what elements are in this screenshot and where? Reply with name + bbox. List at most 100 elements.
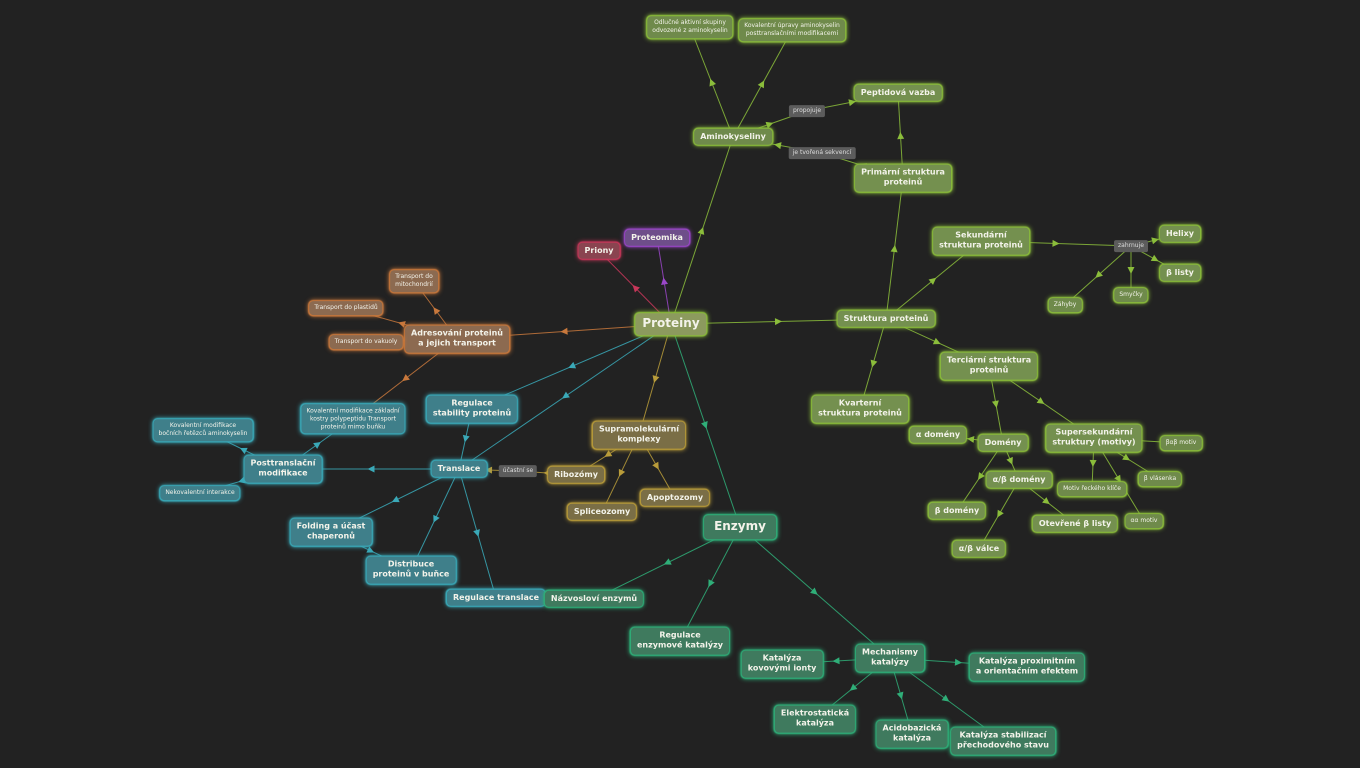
arrow-head [848, 99, 856, 107]
arrow-head [1127, 267, 1135, 274]
node-odstraneni[interactable]: Odlučné aktivní skupiny odvozené z amino… [647, 16, 733, 38]
node-priony[interactable]: Priony [578, 242, 620, 260]
arrow-head [1151, 237, 1159, 245]
node-nazvoslovi[interactable]: Názvosloví enzymů [544, 590, 644, 608]
node-proteomika[interactable]: Proteomika [625, 229, 689, 247]
arrow-head [1114, 474, 1121, 483]
node-transport-plast[interactable]: Transport do plastidů [309, 301, 383, 315]
node-supramolekularni[interactable]: Supramolekulární komplexy [592, 421, 686, 449]
node-ab-domeny[interactable]: α/β domény [986, 471, 1052, 489]
node-zahyby[interactable]: Záhyby [1048, 298, 1082, 312]
arrow-head [697, 227, 705, 235]
arrow-head [604, 450, 613, 457]
node-kovalentni-kostry[interactable]: Kovalentní modifikace základní kostry po… [301, 404, 405, 434]
arrow-head [997, 509, 1004, 518]
arrow-head [462, 434, 470, 443]
node-peptidova[interactable]: Peptidová vazba [854, 84, 942, 102]
node-nekovalentni[interactable]: Nekovalentní interakce [160, 486, 240, 500]
arrow-head [661, 277, 669, 286]
node-helixy[interactable]: Helixy [1160, 225, 1200, 243]
node-proteiny[interactable]: Proteiny [635, 313, 707, 335]
node-supersekundarni[interactable]: Supersekundární struktury (motivy) [1046, 424, 1142, 452]
arrow-head [832, 657, 840, 665]
node-katalyza-prox[interactable]: Katalýza proximitním a orientačním efekt… [969, 653, 1085, 681]
arrow-head [774, 318, 782, 326]
arrow-head [709, 78, 717, 87]
node-transport-vak[interactable]: Transport do vakuoly [329, 335, 403, 349]
node-sekundarni[interactable]: Sekundární struktura proteinů [933, 227, 1029, 255]
node-acidobazicka[interactable]: Acidobazická katalýza [876, 720, 948, 748]
node-posttranslacni[interactable]: Posttranslační modifikace [244, 455, 322, 483]
node-domeny[interactable]: Domény [978, 434, 1028, 452]
arrow-head [765, 121, 774, 129]
arrow-head [313, 441, 321, 449]
arrow-head [932, 337, 941, 345]
node-otevrene[interactable]: Otevřené β listy [1032, 515, 1118, 533]
node-transport-mito[interactable]: Transport do mitochondrií [390, 270, 438, 292]
arrow-head [367, 465, 375, 473]
node-alfa-domeny[interactable]: α domény [909, 426, 967, 444]
node-mechanismy[interactable]: Mechanismy katalýzy [856, 644, 924, 672]
node-aa-motiv[interactable]: αα motiv [1125, 514, 1163, 528]
node-struktura[interactable]: Struktura proteinů [837, 310, 935, 328]
node-katalyza-stab[interactable]: Katalýza stabilizací přechodového stavu [951, 727, 1055, 755]
arrow-head [810, 587, 818, 595]
node-ab-valce[interactable]: α/β válce [952, 540, 1006, 558]
node-smycky[interactable]: Smyčky [1114, 288, 1148, 302]
node-kovalentni-bocnich[interactable]: Kovalentní modifikace bočních řetězců am… [153, 419, 253, 441]
link-label-je-tvorena: je tvořená sekvencí [788, 147, 856, 159]
arrow-head [1036, 397, 1045, 404]
arrow-head [954, 658, 962, 666]
arrow-head [701, 421, 708, 429]
node-spliceozomy[interactable]: Spliceozomy [567, 503, 637, 521]
link-label-zahrnuje: zahrnuje [1114, 240, 1148, 252]
arrow-head [1042, 497, 1050, 505]
node-motiv-recky[interactable]: Motiv řeckého klíče [1058, 482, 1126, 496]
arrow-head [652, 375, 660, 383]
arrow-head [897, 132, 905, 140]
arrow-head [870, 359, 878, 368]
arrow-head [1150, 254, 1159, 262]
arrow-head [1122, 453, 1130, 461]
arrow-head [391, 495, 400, 503]
node-kovalentni-upravy[interactable]: Kovalentní úpravy aminokyselin posttrans… [739, 19, 845, 41]
arrow-head [562, 391, 570, 399]
node-enzymy[interactable]: Enzymy [704, 515, 776, 539]
arrow-head [890, 245, 898, 253]
arrow-head [774, 142, 782, 150]
arrow-head [896, 691, 904, 700]
node-elektrostaticka[interactable]: Elektrostatická katalýza [774, 705, 856, 733]
arrow-head [398, 321, 406, 328]
arrow-head [663, 558, 672, 565]
arrow-head [652, 461, 659, 470]
node-regulace-transl[interactable]: Regulace translace [446, 589, 546, 607]
link-label-propojuje: propojuje [788, 105, 826, 117]
arrow-head [433, 307, 441, 315]
node-katalyza-kov[interactable]: Katalýza kovovými ionty [741, 650, 823, 678]
node-blisty[interactable]: β listy [1160, 264, 1200, 282]
node-primarni[interactable]: Primární struktura proteinů [855, 164, 951, 192]
node-regulace-enz[interactable]: Regulace enzymové katalýzy [630, 627, 730, 655]
node-bab-motiv[interactable]: βαβ motiv [1160, 436, 1202, 450]
node-adresovani[interactable]: Adresování proteinů a jejich transport [405, 325, 509, 353]
arrow-head [1095, 270, 1103, 278]
arrow-head [632, 285, 640, 293]
node-terciarni[interactable]: Terciární struktura proteinů [940, 352, 1038, 380]
node-kvarterni[interactable]: Kvarterní struktura proteinů [812, 395, 908, 423]
node-b-vlasenka[interactable]: β vlásenka [1138, 472, 1182, 486]
node-apoptozomy[interactable]: Apoptozomy [640, 489, 710, 507]
arrow-head [757, 80, 765, 89]
node-aminokyseliny[interactable]: Aminokyseliny [694, 128, 772, 146]
node-folding[interactable]: Folding a účast chaperonů [290, 518, 372, 546]
node-ribozomy[interactable]: Ribozómy [548, 466, 604, 484]
arrow-head [433, 514, 440, 523]
node-b-domeny[interactable]: β domény [928, 502, 986, 520]
arrow-head [402, 374, 410, 382]
node-distribuce[interactable]: Distribuce proteinů v buňce [366, 556, 456, 584]
arrow-head [928, 277, 937, 285]
arrow-head [238, 476, 246, 484]
node-regulace-stab[interactable]: Regulace stability proteinů [426, 395, 518, 423]
arrow-head [618, 468, 626, 477]
node-translace[interactable]: Translace [431, 460, 487, 478]
